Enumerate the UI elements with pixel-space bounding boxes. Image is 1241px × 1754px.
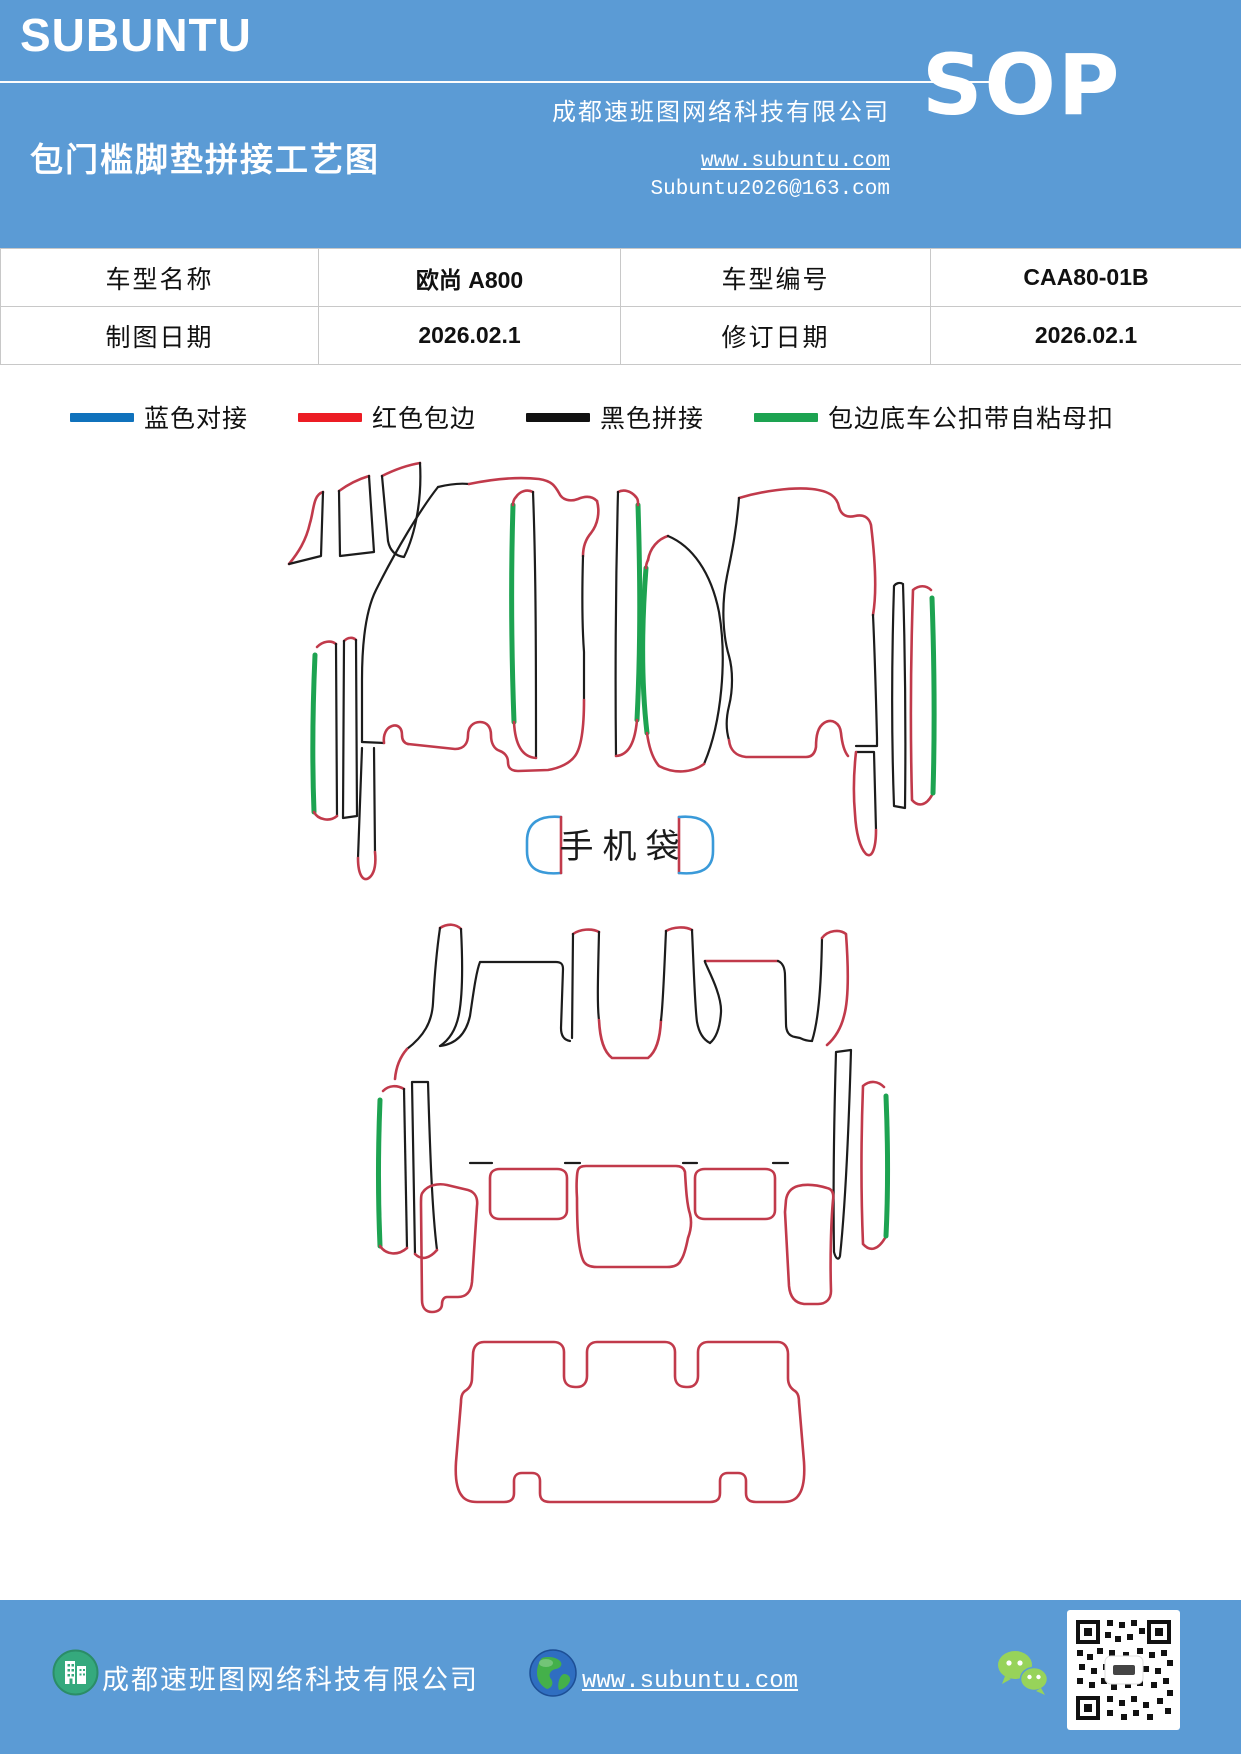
legend-item-black: 黑色拼接: [526, 399, 704, 435]
footer-website-link[interactable]: www.subuntu.com: [582, 1668, 799, 1695]
model-name-label: 车型名称: [0, 248, 319, 307]
phone-bag-label: 手机袋: [560, 827, 689, 867]
footer-company: 成都速班图网络科技有限公司: [102, 1665, 479, 1695]
revise-date-value: 2026.02.1: [930, 306, 1241, 365]
header-website-link[interactable]: www.subuntu.com: [700, 150, 890, 173]
draw-date-value: 2026.02.1: [318, 306, 621, 365]
legend-label: 红色包边: [372, 406, 477, 433]
footer-band: 成都速班图网络科技有限公司 www.subuntu.com: [0, 1600, 1241, 1754]
legend-label: 包边底车公扣带自粘母扣: [828, 406, 1115, 433]
model-code-value: CAA80-01B: [930, 248, 1241, 307]
mats-diagram: 手机袋: [287, 461, 937, 1504]
globe-icon: [529, 1649, 577, 1697]
legend-item-green: 包边底车公扣带自粘母扣: [754, 399, 1114, 435]
front-mat-set: [287, 461, 937, 881]
model-code-label: 车型编号: [620, 248, 931, 307]
page-title: 包门槛脚垫拼接工艺图: [30, 140, 380, 179]
header-band: SUBUNTU 包门槛脚垫拼接工艺图 成都速班图网络科技有限公司 www.sub…: [0, 0, 1241, 248]
model-name-value: 欧尚 A800: [318, 248, 621, 307]
legend-item-red: 红色包边: [298, 399, 476, 435]
revise-date-label: 修订日期: [620, 306, 931, 365]
red-line-swatch: [298, 412, 363, 422]
green-line-swatch: [754, 412, 819, 422]
legend-label: 蓝色对接: [144, 406, 249, 433]
qr-code: [1067, 1610, 1180, 1730]
header-company: 成都速班图网络科技有限公司: [552, 100, 890, 126]
header-email[interactable]: Subuntu2026@163.com: [650, 178, 890, 201]
info-table: 车型名称 欧尚 A800 车型编号 CAA80-01B 制图日期 2026.02…: [0, 248, 1241, 365]
phone-bag: 手机袋: [525, 815, 715, 875]
building-icon: [52, 1649, 99, 1696]
draw-date-label: 制图日期: [0, 306, 319, 365]
brand-logo: SUBUNTU: [20, 9, 252, 61]
blue-line-swatch: [70, 412, 134, 422]
wechat-icon: [998, 1651, 1049, 1695]
sop-label: SOP: [922, 36, 1122, 134]
legend: 蓝色对接 红色包边 黑色拼接 包边底车公扣带自粘母扣: [0, 399, 1241, 435]
black-line-swatch: [526, 412, 591, 422]
legend-item-blue: 蓝色对接: [70, 399, 248, 435]
header-divider: [0, 81, 1000, 83]
table-row: 车型名称 欧尚 A800 车型编号 CAA80-01B: [0, 248, 1241, 307]
trunk-mat: [454, 1340, 806, 1504]
table-row: 制图日期 2026.02.1 修订日期 2026.02.1: [0, 306, 1241, 365]
middle-mat-set: [376, 923, 890, 1314]
legend-label: 黑色拼接: [600, 406, 705, 433]
